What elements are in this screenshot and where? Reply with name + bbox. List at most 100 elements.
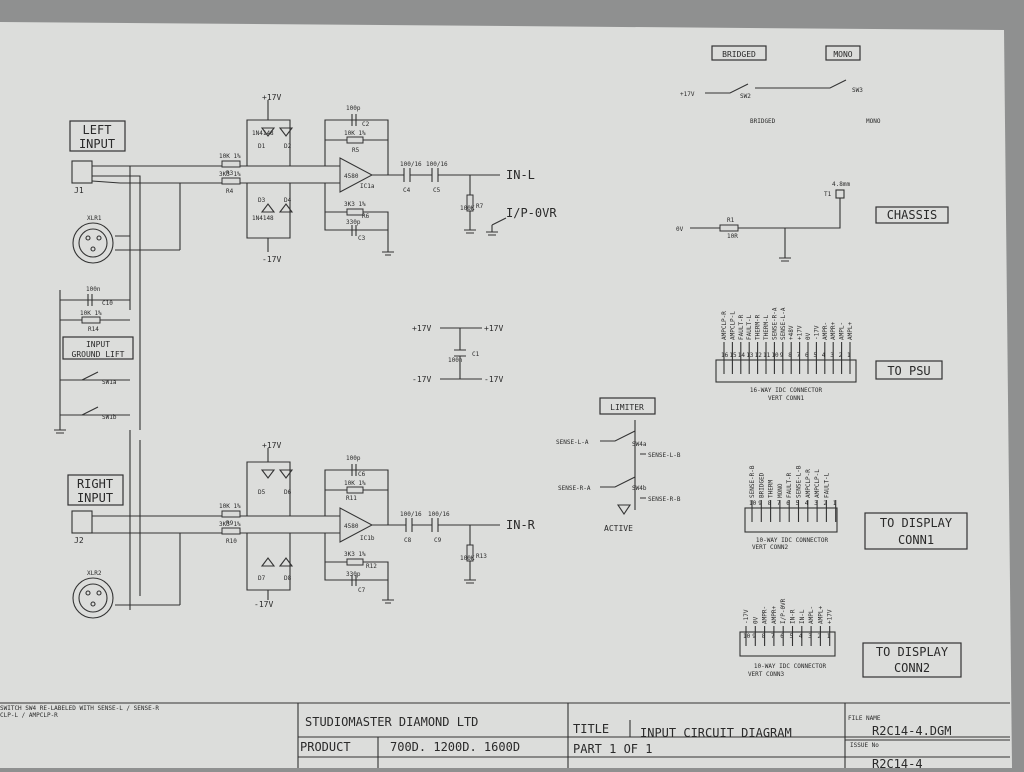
conn1-pin-label: AMPCLP-L xyxy=(729,311,736,340)
conn3-pin-number: 8 xyxy=(762,633,766,640)
svg-text:FILE NAME: FILE NAME xyxy=(848,715,881,722)
svg-text:VERT CONN1: VERT CONN1 xyxy=(768,395,805,402)
resistor-r5 xyxy=(346,136,364,144)
resistor-r3 xyxy=(221,160,241,168)
svg-text:10K 1%: 10K 1% xyxy=(80,310,102,317)
conn3-pin-label: AMPL+ xyxy=(817,606,824,624)
svg-text:100K: 100K xyxy=(460,205,475,212)
svg-text:SENSE-L-B: SENSE-L-B xyxy=(648,452,681,459)
svg-text:+17V: +17V xyxy=(484,324,503,333)
svg-text:-17V: -17V xyxy=(412,375,431,384)
revision-note-1: SWITCH SW4 RE-LABELED WITH SENSE-L / SEN… xyxy=(0,705,159,712)
net-in-l: IN-L xyxy=(506,168,535,182)
svg-text:10K 1%: 10K 1% xyxy=(344,130,366,137)
svg-text:330p: 330p xyxy=(346,571,361,578)
svg-text:100/16: 100/16 xyxy=(426,161,448,168)
svg-text:CONN1: CONN1 xyxy=(898,533,934,547)
conn1-pin-label: THERM-L xyxy=(763,314,770,340)
to-display-conn1-box xyxy=(864,512,968,550)
svg-text:SENSE-R-B: SENSE-R-B xyxy=(648,496,681,503)
svg-text:D6: D6 xyxy=(284,489,292,496)
conn1-pin-number: 8 xyxy=(788,352,792,359)
supply-decoupling: +17V +17V -17V -17V 100n C1 xyxy=(412,324,503,384)
paper xyxy=(0,22,1012,768)
svg-text:C5: C5 xyxy=(433,187,441,194)
svg-text:C1: C1 xyxy=(472,351,480,358)
conn2-pin-label: FAULT-R xyxy=(786,472,793,498)
left-p17: +17V xyxy=(262,93,281,102)
conn3-pin-number: 9 xyxy=(752,633,756,640)
resistor-r6 xyxy=(346,208,364,216)
conn1-pin-label: +48V xyxy=(788,325,795,340)
svg-text:+17V: +17V xyxy=(412,324,431,333)
svg-text:SW3: SW3 xyxy=(852,87,863,94)
net-ip-0vr: I/P-0VR xyxy=(506,206,557,220)
svg-text:R13: R13 xyxy=(476,553,487,560)
svg-text:SENSE-R-A: SENSE-R-A xyxy=(558,485,591,492)
resistor-r7 xyxy=(466,194,474,212)
svg-text:4580: 4580 xyxy=(344,173,359,180)
svg-text:100/16: 100/16 xyxy=(400,511,422,518)
conn1-pin-label: -17V xyxy=(813,325,820,340)
conn1-pin-number: 13 xyxy=(746,352,754,359)
limiter-box xyxy=(599,397,656,415)
conn1-pin-label: THERM-R xyxy=(755,314,762,340)
svg-text:D4: D4 xyxy=(284,197,292,204)
svg-text:3K3 1%: 3K3 1% xyxy=(344,551,366,558)
svg-text:C3: C3 xyxy=(358,235,366,242)
svg-text:ISSUE No: ISSUE No xyxy=(850,742,879,749)
conn1-pin-label: AMPL+ xyxy=(847,322,854,340)
bridged-box xyxy=(711,45,767,61)
right-input-box xyxy=(67,474,124,506)
svg-text:10K 1%: 10K 1% xyxy=(219,503,241,510)
svg-text:T1: T1 xyxy=(824,191,832,198)
right-channel: RIGHT INPUT J2 XLR2 10K 1% R9 3K3 1% R10… xyxy=(67,430,536,619)
svg-text:MONO: MONO xyxy=(866,118,881,125)
jack-j2 xyxy=(71,510,93,534)
resistor-r11 xyxy=(346,486,364,494)
svg-text:ACTIVE: ACTIVE xyxy=(604,524,633,533)
svg-text:GROUND LIFT: GROUND LIFT xyxy=(72,350,125,359)
conn2-pin-label: AMPCLP-L xyxy=(814,469,821,498)
resistor-r13 xyxy=(466,544,474,562)
conn1-pin-number: 10 xyxy=(771,352,779,359)
conn3-pin-number: 2 xyxy=(817,633,821,640)
svg-text:C7: C7 xyxy=(358,587,366,594)
diode-d6 xyxy=(278,469,294,479)
xlr1-connector xyxy=(72,222,114,264)
svg-text:100/16: 100/16 xyxy=(428,511,450,518)
svg-text:100/16: 100/16 xyxy=(400,161,422,168)
diode-d3 xyxy=(260,203,276,213)
conn2-pin-label: FAULT-L xyxy=(823,472,830,498)
conn3-pin-number: 6 xyxy=(780,633,784,640)
svg-text:R14: R14 xyxy=(88,326,99,333)
svg-text:R1: R1 xyxy=(727,217,735,224)
resistor-r14 xyxy=(81,316,101,324)
svg-text:BRIDGED: BRIDGED xyxy=(722,50,756,59)
svg-text:XLR2: XLR2 xyxy=(87,570,102,577)
svg-text:J2: J2 xyxy=(74,536,84,545)
svg-text:-17V: -17V xyxy=(254,600,273,609)
resistor-r1 xyxy=(719,224,739,232)
switch-sw4b: SW4b xyxy=(632,485,647,492)
svg-text:D3: D3 xyxy=(258,197,266,204)
svg-text:C10: C10 xyxy=(102,300,113,307)
svg-text:R7: R7 xyxy=(476,203,484,210)
left-m17: -17V xyxy=(262,255,281,264)
svg-text:C8: C8 xyxy=(404,537,412,544)
svg-text:MONO: MONO xyxy=(833,50,852,59)
conn3-pin-number: 1 xyxy=(827,633,831,640)
opamp-ic1b xyxy=(339,507,374,543)
conn1-pin-number: 3 xyxy=(830,352,834,359)
svg-text:D2: D2 xyxy=(284,143,292,150)
conn1-pin-number: 14 xyxy=(738,352,746,359)
conn3-pin-label: I/P-0VR xyxy=(780,598,787,624)
svg-text:VERT CONN3: VERT CONN3 xyxy=(748,671,785,678)
svg-text:R5: R5 xyxy=(352,147,360,154)
bridged-mono-section: BRIDGED MONO +17V SW2 SW3 BRIDGED MONO xyxy=(680,45,881,125)
conn1-pin-number: 5 xyxy=(813,352,817,359)
issue-number: R2C14-4 xyxy=(872,757,923,768)
svg-text:3K3 1%: 3K3 1% xyxy=(219,521,241,528)
